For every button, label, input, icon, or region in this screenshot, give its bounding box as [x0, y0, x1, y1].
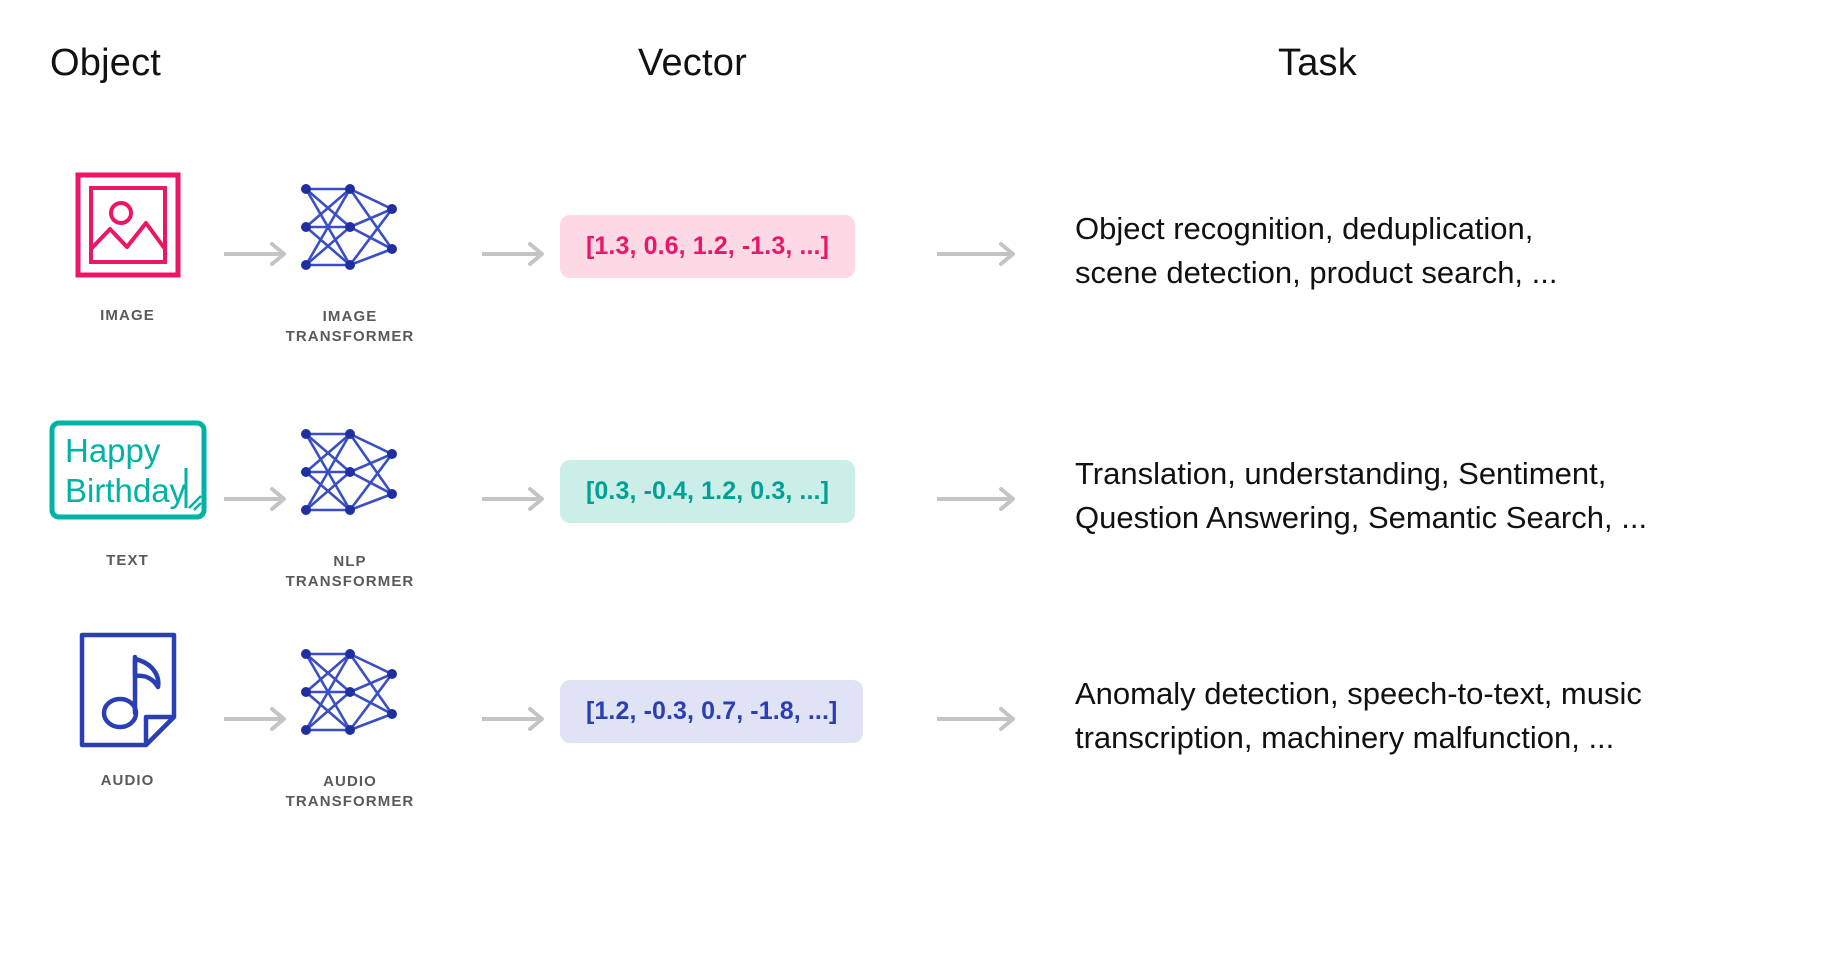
- pipeline-row-image: IMAGE: [0, 155, 1828, 385]
- text-box-icon-line1: Happy: [65, 432, 161, 469]
- task-line-1: Anomaly detection, speech-to-text, music: [1075, 676, 1642, 711]
- neural-network-icon-svg: [301, 649, 397, 735]
- right-arrow-icon: [935, 239, 1023, 269]
- object-label-image: IMAGE: [100, 307, 155, 324]
- audio-file-icon-svg: [79, 632, 176, 748]
- object-cell-audio: AUDIO: [40, 620, 215, 835]
- neural-network-icon: [250, 163, 450, 291]
- column-header-task: Task: [1278, 42, 1357, 84]
- text-box-icon-svg: Happy Birthday: [49, 420, 206, 520]
- right-arrow-icon-svg: [482, 707, 544, 731]
- right-arrow-icon-svg: [224, 242, 286, 266]
- neural-network-icon-svg: [301, 429, 397, 515]
- vector-badge-text: [0.3, -0.4, 1.2, 0.3, ...]: [560, 460, 855, 523]
- transformer-label-line2: TRANSFORMER: [285, 328, 415, 346]
- transformer-cell-image: IMAGE TRANSFORMER: [250, 155, 450, 370]
- object-cell-image: IMAGE: [40, 155, 215, 370]
- transformer-label-line2: TRANSFORMER: [285, 573, 415, 591]
- right-arrow-icon: [480, 704, 552, 734]
- right-arrow-icon-svg: [937, 707, 1015, 731]
- right-arrow-icon: [222, 704, 294, 734]
- right-arrow-icon-svg: [937, 242, 1015, 266]
- neural-network-icon: [250, 628, 450, 756]
- object-label-audio: AUDIO: [100, 772, 155, 789]
- transformer-label-text: NLP TRANSFORMER: [250, 552, 450, 593]
- task-line-2: transcription, machinery malfunction, ..…: [1075, 720, 1615, 756]
- transformer-label-line1: AUDIO: [323, 773, 377, 790]
- column-header-vector: Vector: [638, 42, 747, 84]
- audio-file-icon: [40, 620, 215, 760]
- vector-badge-audio: [1.2, -0.3, 0.7, -1.8, ...]: [560, 680, 864, 743]
- task-line-1: Translation, understanding, Sentiment,: [1075, 456, 1607, 491]
- transformer-label-line2: TRANSFORMER: [285, 793, 415, 811]
- object-label-text: TEXT: [106, 552, 149, 569]
- neural-network-icon-svg: [301, 184, 397, 270]
- transformer-cell-text: NLP TRANSFORMER: [250, 400, 450, 615]
- transformer-label-image: IMAGE TRANSFORMER: [250, 307, 450, 348]
- task-line-2: Question Answering, Semantic Search, ...: [1075, 500, 1648, 536]
- vector-badge-image: [1.3, 0.6, 1.2, -1.3, ...]: [560, 215, 855, 278]
- task-text-image: Object recognition, deduplication, scene…: [1075, 207, 1805, 295]
- right-arrow-icon-svg: [224, 707, 286, 731]
- right-arrow-icon-svg: [937, 487, 1015, 511]
- transformer-label-line1: IMAGE: [322, 308, 378, 325]
- right-arrow-icon-svg: [482, 487, 544, 511]
- picture-icon: [40, 155, 215, 295]
- object-cell-text: Happy Birthday TEXT: [40, 400, 215, 615]
- neural-network-icon: [250, 408, 450, 536]
- task-text-text: Translation, understanding, Sentiment, Q…: [1075, 452, 1805, 540]
- task-line-2: scene detection, product search, ...: [1075, 255, 1558, 291]
- right-arrow-icon: [222, 239, 294, 269]
- task-line-1: Object recognition, deduplication,: [1075, 211, 1534, 246]
- right-arrow-icon-svg: [224, 487, 286, 511]
- column-header-object: Object: [50, 42, 162, 84]
- transformer-label-audio: AUDIO TRANSFORMER: [250, 772, 450, 813]
- right-arrow-icon: [480, 484, 552, 514]
- transformer-label-line1: NLP: [333, 553, 367, 570]
- right-arrow-icon: [935, 484, 1023, 514]
- right-arrow-icon: [480, 239, 552, 269]
- text-box-icon: Happy Birthday: [40, 400, 215, 540]
- picture-icon-svg: [75, 172, 180, 278]
- column-headers: Object Vector Task: [0, 42, 1828, 102]
- pipeline-row-text: Happy Birthday TEXT: [0, 400, 1828, 630]
- right-arrow-icon-svg: [482, 242, 544, 266]
- right-arrow-icon: [222, 484, 294, 514]
- task-text-audio: Anomaly detection, speech-to-text, music…: [1075, 672, 1805, 760]
- right-arrow-icon: [935, 704, 1023, 734]
- pipeline-row-audio: AUDIO: [0, 620, 1828, 850]
- text-box-icon-line2: Birthday: [65, 472, 187, 509]
- transformer-cell-audio: AUDIO TRANSFORMER: [250, 620, 450, 835]
